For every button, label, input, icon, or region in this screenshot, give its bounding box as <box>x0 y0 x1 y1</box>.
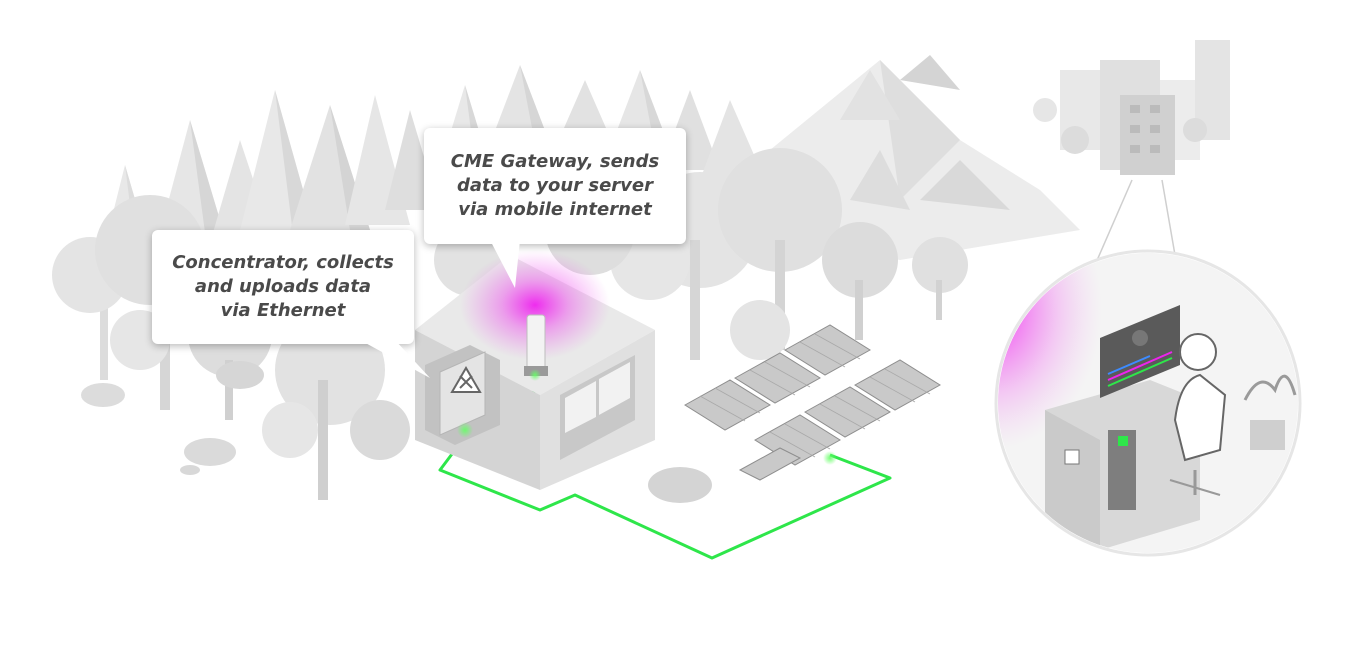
gateway-led <box>529 369 541 381</box>
gateway-callout: CME Gateway, sends data to your server v… <box>424 128 686 244</box>
zoom-line-right <box>1161 179 1176 256</box>
office-zoom-circle <box>994 249 1302 557</box>
ethernet-cable <box>438 429 892 560</box>
gateway-callout-line2: data to your server <box>457 175 653 196</box>
gateway-callout-line3: via mobile internet <box>458 199 652 220</box>
solar-panels <box>684 324 941 481</box>
round-trees <box>52 148 968 500</box>
cme-gateway-device <box>524 314 548 376</box>
panel-led <box>823 451 837 465</box>
concentrator-callout-line3: via Ethernet <box>220 300 346 321</box>
concentrator-callout: Concentrator, collects and uploads data … <box>152 230 414 344</box>
gateway-callout-line1: CME Gateway, sends <box>450 151 660 172</box>
concentrator-cabinet <box>425 345 500 445</box>
distant-city <box>1033 40 1230 175</box>
zoom-line-left <box>1094 179 1133 266</box>
concentrator-callout-line1: Concentrator, collects <box>172 252 394 273</box>
concentrator-callout-line2: and uploads data <box>194 276 372 297</box>
rocks <box>81 361 712 503</box>
cabinet-led <box>457 422 473 438</box>
solar-panel-grid <box>699 333 931 458</box>
